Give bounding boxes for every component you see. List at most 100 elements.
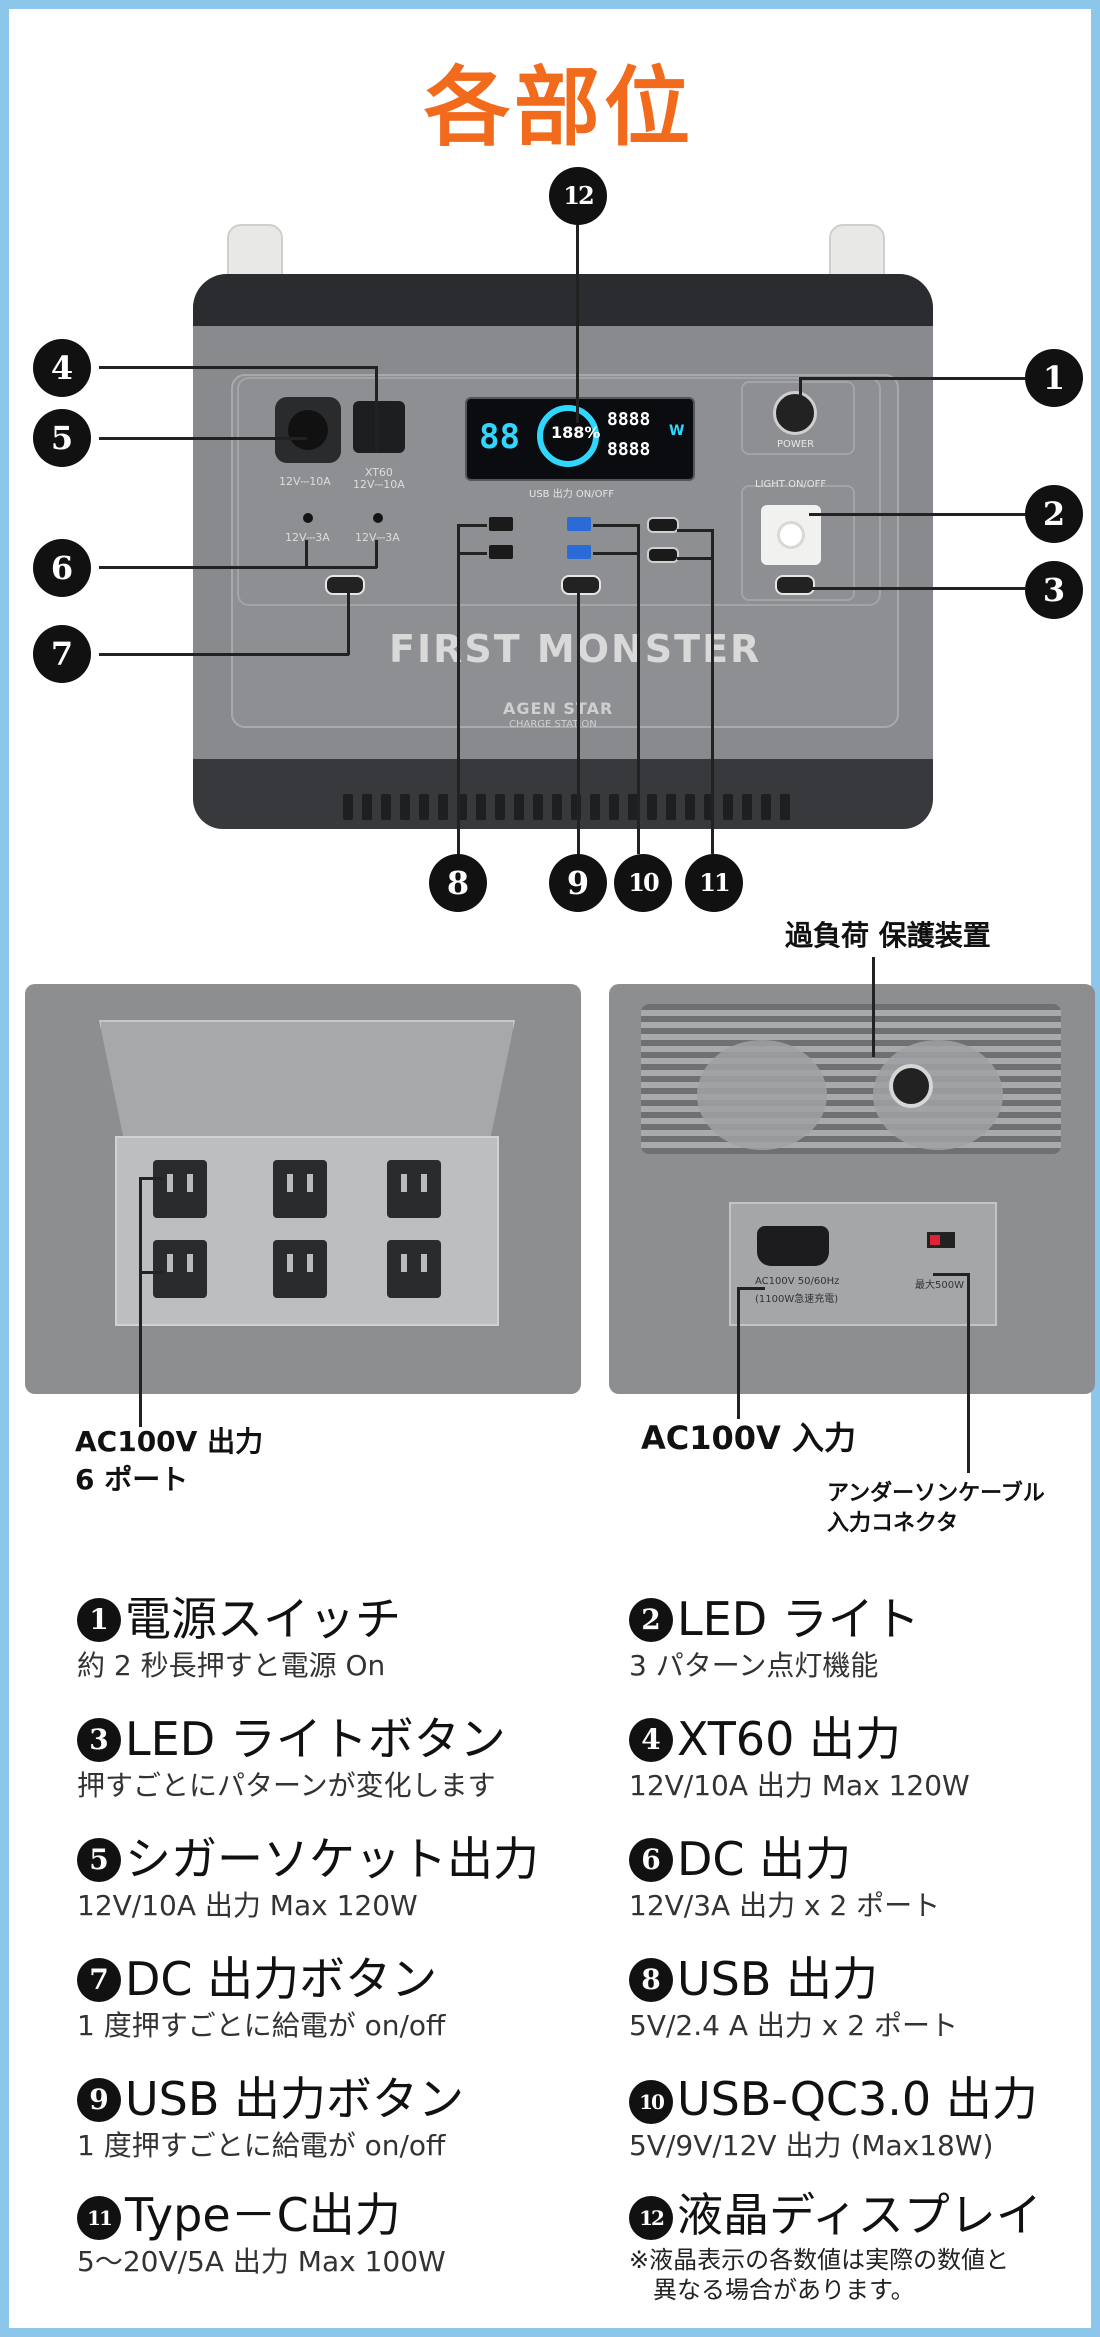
legend-number-10: 10 [629,2080,673,2124]
dc-port-left [303,513,313,523]
legend-desc-1: 約 2 秒長押すと電源 On [77,1649,386,1682]
legend-number-3: 3 [77,1718,121,1762]
led-light [761,505,821,565]
callout-line-10 [637,524,640,854]
vent-slot [476,794,486,820]
vent-slot [533,794,543,820]
callout-line-2 [809,513,1025,516]
xt60-label: XT60 12V⎓10A [353,466,405,491]
legend-number-7: 7 [77,1958,121,2002]
ac-output-caption-2: 6 ポート [75,1463,189,1496]
callout-line-1 [799,377,1025,380]
power-button[interactable] [773,391,817,435]
vent-slot [343,794,353,820]
device-bottom-bezel [193,759,933,829]
vent-slot [438,794,448,820]
dc-port-right [373,513,383,523]
legend-title-7: DC 出力ボタン [125,1952,438,2006]
vent-slot [495,794,505,820]
vent-slot [628,794,638,820]
overload-protector-caption: 過負荷 保護装置 [785,919,991,952]
callout-line-ac-out-a [139,1177,163,1180]
ac-output-caption-1: AC100V 出力 [75,1425,264,1458]
callout-line-10-b [593,552,639,555]
lcd-percent-readout: 188% [551,423,601,442]
legend-number-5: 5 [77,1838,121,1882]
vent-slot [419,794,429,820]
legend-desc-9: 1 度押すごとに給電が on/off [77,2129,446,2162]
marker-2: 2 [1025,485,1083,543]
light-label: LIGHT ON/OFF [755,479,827,490]
dc-right-label: 12V⎓3A [355,531,400,544]
usb-output-button[interactable] [561,575,601,595]
vent-slot [381,794,391,820]
legend-title-11: Type－C出力 [125,2188,401,2242]
usb-c-port-2 [647,547,679,563]
marker-5: 5 [33,409,91,467]
legend-desc-6: 12V/3A 出力 x 2 ポート [629,1889,941,1922]
vent-slot [685,794,695,820]
dc-output-button[interactable] [325,575,365,595]
vent-slot [457,794,467,820]
legend-number-11: 11 [77,2196,121,2240]
vent-slot [704,794,714,820]
vent-slot [514,794,524,820]
light-button[interactable] [775,575,815,595]
front-panel-inner [237,377,881,606]
callout-line-11-b [677,557,713,560]
legend-number-2: 2 [629,1598,673,1642]
anderson-label: 最大500W [915,1280,964,1291]
legend-desc-7: 1 度押すごとに給電が on/off [77,2009,446,2042]
anderson-caption-2: 入力コネクタ [827,1511,959,1536]
ac-panel-label: AC100V 50/60Hz [755,1276,840,1287]
ac-outlet-1 [153,1160,207,1218]
callout-line-6-a [305,540,308,568]
power-label: POWER [777,439,815,450]
usb-qc-port-1 [567,517,591,531]
device-top-bezel [193,274,933,326]
callout-line-9 [577,591,580,854]
vent-slot [742,794,752,820]
callout-line-10-a [593,524,639,527]
ac-outlet-5 [273,1240,327,1298]
usb-a-port-1 [489,517,513,531]
overload-breaker[interactable] [889,1064,933,1108]
vent-slot [609,794,619,820]
outlet-panel [115,1136,499,1326]
ac-outlet-6 [387,1240,441,1298]
callout-line-8-a [457,524,487,527]
xt60-port [353,401,405,453]
lcd-output-readout: 8888 [607,439,651,460]
legend-desc-2: 3 パターン点灯機能 [629,1649,879,1682]
legend-desc-5: 12V/10A 出力 Max 120W [77,1889,418,1922]
legend-desc-8: 5V/2.4 A 出力 x 2 ポート [629,2009,958,2042]
ac-outlet-4 [153,1240,207,1298]
marker-1: 1 [1025,349,1083,407]
callout-line-ac-out-b [139,1271,163,1274]
marker-10: 10 [614,854,672,912]
cooling-grille [641,1004,1061,1154]
legend-title-4: XT60 出力 [677,1712,901,1766]
ac-outlet-3 [387,1160,441,1218]
legend-title-1: 電源スイッチ [125,1592,401,1646]
dc-left-label: 12V⎓3A [285,531,330,544]
vent-slot [780,794,790,820]
legend-title-8: USB 出力 [677,1952,879,2006]
brand-logo: FIRST MONSTER [389,627,762,671]
legend-number-8: 8 [629,1958,673,2002]
cigar-socket-label: 12V⎓10A [279,475,331,488]
marker-9: 9 [549,854,607,912]
legend-desc-10: 5V/9V/12V 出力 (Max18W) [629,2129,994,2162]
legend-desc-3: 押すごとにパターンが変化します [77,1769,496,1802]
legend-title-5: シガーソケット出力 [125,1832,539,1886]
fan-left [697,1040,827,1150]
ac-outlet-photo [25,984,581,1394]
